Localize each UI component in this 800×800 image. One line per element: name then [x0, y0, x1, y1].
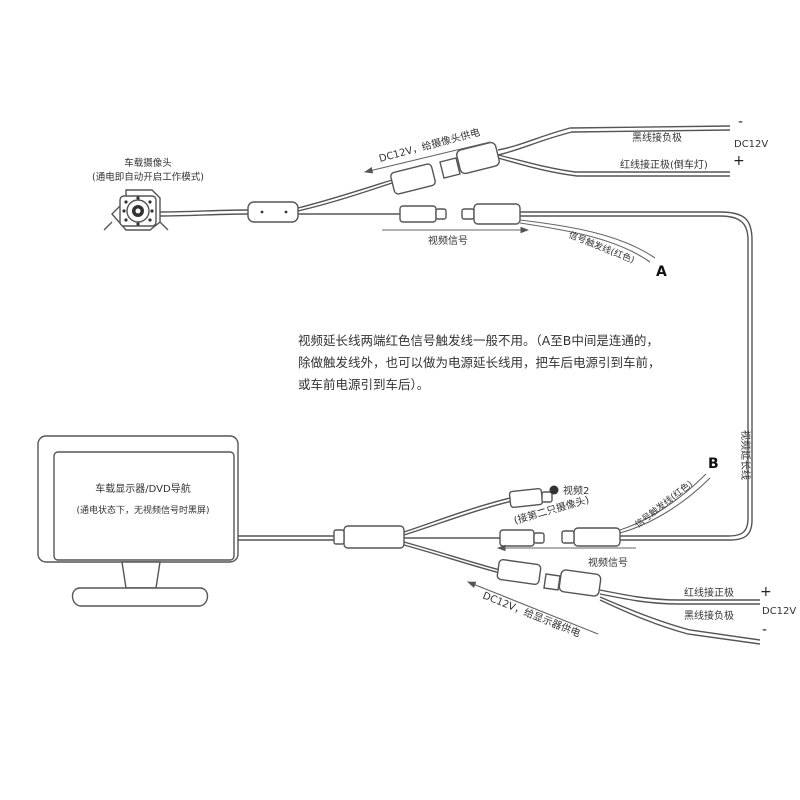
bottom-trigger-label: 信号触发线(红色) — [632, 478, 695, 531]
point-b-label: B — [708, 456, 719, 472]
monitor-power-arrow-label: DC12V，给显示器供电 — [481, 589, 583, 640]
extension-note: 视频延长线两端红色信号触发线一般不用。（A至B中间是连通的， 除做触发线外，也可… — [298, 330, 718, 396]
extension-cable-label: 视频延长线 — [739, 430, 752, 480]
top-red-wire-label: 红线接正极(倒车灯) — [620, 158, 708, 171]
video2-dot-icon — [549, 485, 559, 495]
video2-female-rca[interactable] — [508, 487, 544, 509]
monitor-screen-text: 车载显示器/DVD导航 (通电状态下，无视频信号时黑屏) — [58, 480, 228, 516]
monitor-title: 车载显示器/DVD导航 — [95, 484, 191, 495]
top-black-wire-label: 黑线接负极 — [632, 131, 682, 144]
top-plus-sign: + — [733, 153, 745, 169]
monitor-subtitle: (通电状态下，无视频信号时黑屏) — [76, 506, 210, 516]
extension-bottom-rca-plug[interactable] — [561, 527, 621, 547]
top-video-label: 视频信号 — [428, 234, 468, 247]
note-line-3: 或车前电源引到车后）。 — [298, 377, 430, 392]
top-voltage-label: DC12V — [734, 139, 768, 150]
video2-branch — [403, 487, 553, 536]
bottom-power-wires — [599, 589, 761, 645]
bottom-video-label: 视频信号 — [588, 556, 628, 569]
monitor-power-arrow — [466, 581, 599, 635]
camera-video-branch — [298, 205, 447, 223]
top-power-wires — [497, 125, 731, 177]
bottom-voltage-label: DC12V — [762, 606, 796, 617]
camera-video-female-rca[interactable] — [399, 205, 437, 223]
camera-power-male-plug[interactable] — [439, 141, 500, 179]
top-splitter — [247, 201, 299, 223]
camera-title: 车载摄像头 — [124, 158, 172, 169]
top-minus-sign: - — [738, 114, 743, 130]
monitor-power-male-plug[interactable] — [543, 569, 602, 597]
video1-female-rca[interactable] — [499, 529, 535, 547]
video2-label: 视频2 — [563, 484, 589, 497]
extension-top-cable — [519, 211, 753, 263]
camera-label: 车载摄像头 (通电即自动开启工作模式) — [80, 157, 216, 185]
bottom-splitter — [343, 525, 405, 549]
camera-power-arrow — [363, 141, 491, 174]
monitor-cable — [238, 525, 405, 549]
extension-cable-vertical — [727, 240, 753, 541]
note-line-1: 视频延长线两端红色信号触发线一般不用。（A至B中间是连通的， — [298, 333, 659, 348]
bottom-plus-sign: + — [760, 584, 772, 600]
monitor-power-female-connector[interactable] — [496, 558, 542, 586]
extension-bottom-cable — [619, 473, 730, 541]
camera-cable — [159, 201, 299, 223]
monitor-power-branch — [403, 541, 542, 586]
video1-branch — [404, 529, 545, 547]
camera-power-branch — [297, 163, 436, 212]
camera-subtitle: (通电即自动开启工作模式) — [92, 172, 204, 183]
bottom-black-wire-label: 黑线接负极 — [684, 609, 734, 622]
monitor-icon — [37, 435, 239, 607]
point-a-label: A — [656, 264, 667, 280]
bottom-minus-sign: - — [762, 622, 767, 638]
extension-top-rca-plug[interactable] — [461, 203, 521, 225]
camera-icon — [103, 189, 169, 231]
camera-power-female-connector[interactable] — [390, 163, 436, 195]
note-line-2: 除做触发线外，也可以做为电源延长线用，把车后电源引到车前， — [298, 355, 661, 370]
bottom-red-wire-label: 红线接正极 — [684, 586, 734, 599]
